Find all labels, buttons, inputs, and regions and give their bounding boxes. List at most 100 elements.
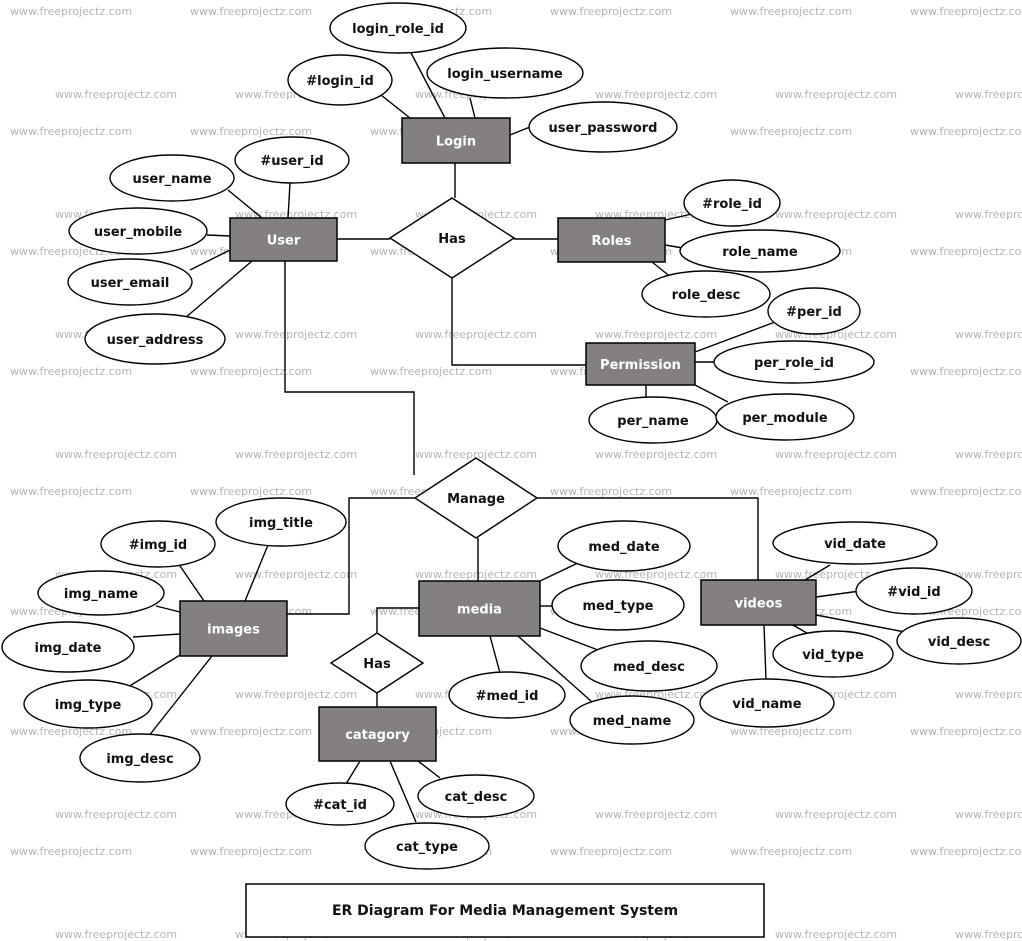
attribute-label: #cat_id [313,798,367,813]
diagram-title: ER Diagram For Media Management System [332,903,678,919]
watermark-text: www.freeprojectz.com [910,125,1022,138]
watermark-text: www.freeprojectz.com [55,88,177,101]
attribute-login-id: #login_id [287,54,393,106]
watermark-text: www.freeprojectz.com [235,688,357,701]
entity-catagory: catagory [318,706,437,762]
attribute-login-username: login_username [426,47,584,99]
watermark-text: www.freeprojectz.com [910,365,1022,378]
attribute-user-id: #user_id [234,136,350,184]
attribute-vid-desc: vid_desc [896,617,1022,665]
attribute-img-desc: img_desc [79,733,201,783]
relationship-has-top: Has [388,197,516,279]
attribute-img-date: img_date [1,621,135,673]
attribute-per-id: #per_id [767,287,861,335]
attribute-user-name: user_name [109,154,235,202]
watermark-text: www.freeprojectz.com [595,448,717,461]
attribute-label: vid_type [802,648,864,663]
attribute-cat-desc: cat_desc [417,774,535,818]
attribute-label: med_type [583,599,654,614]
watermark-text: www.freeprojectz.com [10,125,132,138]
attribute-label: user_email [91,276,170,291]
watermark-text: www.freeprojectz.com [910,5,1022,18]
watermark-text: www.freeprojectz.com [955,208,1022,221]
attribute-label: vid_desc [928,635,990,650]
watermark-text: www.freeprojectz.com [955,568,1022,581]
watermark-text: www.freeprojectz.com [190,5,312,18]
entity-label: media [457,603,502,618]
watermark-text: www.freeprojectz.com [235,448,357,461]
attribute-label: role_name [722,245,798,260]
attribute-label: #role_id [702,197,762,212]
attribute-label: img_title [249,516,313,531]
watermark-text: www.freeprojectz.com [415,448,537,461]
attribute-img-id: #img_id [100,520,216,568]
watermark-text: www.freeprojectz.com [190,845,312,858]
watermark-text: www.freeprojectz.com [10,845,132,858]
attribute-user-password: user_password [528,101,678,153]
attribute-label: img_desc [106,752,173,767]
attribute-vid-id: #vid_id [855,567,973,615]
watermark-text: www.freeprojectz.com [595,328,717,341]
watermark-text: www.freeprojectz.com [775,448,897,461]
entity-label: images [207,623,260,638]
attribute-img-type: img_type [23,679,153,729]
watermark-text: www.freeprojectz.com [415,328,537,341]
entity-label: videos [735,597,783,612]
watermark-text: www.freeprojectz.com [10,365,132,378]
attribute-per-role-id: per_role_id [713,340,875,384]
attribute-label: #vid_id [887,585,940,600]
attribute-label: cat_desc [445,790,508,805]
watermark-text: www.freeprojectz.com [775,808,897,821]
watermark-text: www.freeprojectz.com [55,808,177,821]
watermark-text: www.freeprojectz.com [910,485,1022,498]
entity-label: Login [436,135,476,150]
attribute-med-name: med_name [569,695,695,745]
entity-label: catagory [345,728,410,743]
watermark-text: www.freeprojectz.com [955,88,1022,101]
watermark-text: www.freeprojectz.com [910,845,1022,858]
watermark-text: www.freeprojectz.com [730,845,852,858]
watermark-text: www.freeprojectz.com [730,5,852,18]
watermark-text: www.freeprojectz.com [10,485,132,498]
attribute-med-type: med_type [551,579,685,631]
watermark-text: www.freeprojectz.com [550,845,672,858]
attribute-label: #user_id [260,154,323,169]
watermark-text: www.freeprojectz.com [730,725,852,738]
entity-label: Roles [592,234,632,249]
attribute-label: user_mobile [94,225,182,240]
entity-login: Login [401,117,511,164]
attribute-label: med_name [593,714,672,729]
watermark-text: www.freeprojectz.com [190,365,312,378]
attribute-login-role-id: login_role_id [329,2,467,54]
watermark-text: www.freeprojectz.com [910,725,1022,738]
attribute-label: per_name [617,414,689,429]
connector-lines [127,27,906,823]
watermark-text: www.freeprojectz.com [550,485,672,498]
attribute-label: #per_id [786,305,842,320]
watermark-text: www.freeprojectz.com [595,88,717,101]
watermark-text: www.freeprojectz.com [10,5,132,18]
watermark-text: www.freeprojectz.com [595,808,717,821]
attribute-label: role_desc [672,288,741,303]
relationship-label: Manage [447,492,505,507]
attribute-cat-id: #cat_id [285,782,395,826]
entity-roles: Roles [557,217,666,263]
watermark-text: www.freeprojectz.com [955,688,1022,701]
attribute-label: #img_id [129,538,187,553]
watermark-text: www.freeprojectz.com [730,125,852,138]
watermark-text: www.freeprojectz.com [955,808,1022,821]
watermark-text: www.freeprojectz.com [415,568,537,581]
attribute-per-name: per_name [588,396,718,444]
attribute-vid-date: vid_date [772,521,938,565]
watermark-text: www.freeprojectz.com [955,448,1022,461]
watermark-text: www.freeprojectz.com [235,568,357,581]
attribute-cat-type: cat_type [364,822,490,870]
attribute-img-title: img_title [215,497,347,547]
attribute-med-date: med_date [557,520,691,572]
attribute-user-email: user_email [67,258,193,306]
attribute-label: med_date [588,540,659,555]
relationship-label: Has [363,657,391,672]
attribute-user-mobile: user_mobile [68,207,208,255]
